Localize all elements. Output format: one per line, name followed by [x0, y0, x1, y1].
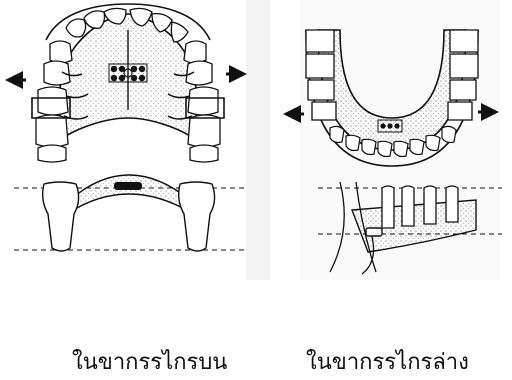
screw-section-icon [114, 182, 142, 190]
upper-jaw-occlusal-view [14, 4, 238, 162]
caption-lower-jaw: ในขากรรไกรล่าง [306, 344, 469, 379]
upper-left-posterior-teeth [36, 41, 72, 162]
caption-upper-jaw: ในขากรรไกรบน [72, 344, 227, 379]
upper-jaw-frontal-section [14, 175, 246, 251]
lower-screw-section-icon [366, 228, 382, 236]
upper-right-posterior-teeth [184, 41, 220, 162]
upper-left-molar [43, 182, 79, 251]
upper-right-molar [179, 182, 215, 251]
palatal-plate-section [70, 175, 190, 212]
